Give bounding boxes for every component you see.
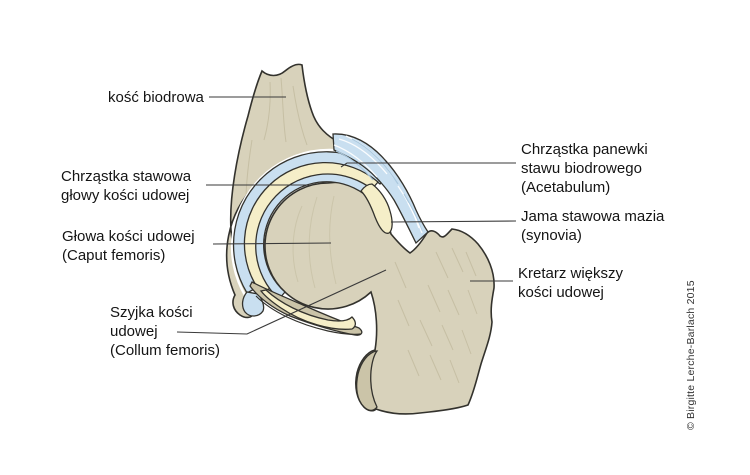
label-acetabulum: Chrząstka panewki stawu biodrowego (Acet… <box>521 140 648 197</box>
label-line: Jama stawowa mazia <box>521 208 665 225</box>
leader-synovia <box>390 220 517 223</box>
label-line: Głowa kości udowej <box>62 228 195 245</box>
femur-texture <box>394 247 478 384</box>
label-line: Szyjka kości <box>110 304 193 321</box>
label-line: Chrząstka panewki <box>521 141 648 158</box>
leader-femoral-head <box>212 242 332 245</box>
lesser-trochanter-shape <box>356 350 379 412</box>
femur-bone-shape <box>264 181 495 415</box>
label-line: głowy kości udowej <box>61 187 190 204</box>
joint-capsule-band <box>332 133 429 245</box>
label-line: Kretarz większy <box>518 265 624 282</box>
femoral-head-texture <box>292 195 337 289</box>
label-line: stawu biodrowego <box>521 160 642 177</box>
acetabular-lip-edge <box>255 295 362 335</box>
label-line: (synovia) <box>521 227 582 244</box>
label-trochanter: Kretarz większy kości udowej <box>518 264 623 302</box>
label-line: kość biodrowa <box>108 89 204 106</box>
label-ilium: kość biodrowa <box>108 88 204 107</box>
label-line: (Acetabulum) <box>521 179 611 196</box>
label-line: (Caput femoris) <box>62 247 166 264</box>
label-synovia: Jama stawowa mazia (synovia) <box>521 207 664 245</box>
leader-acetabulum <box>340 162 516 168</box>
label-femoral-neck: Szyjka kości udowej (Collum femoris) <box>110 303 220 360</box>
leader-femoral-neck <box>176 269 387 335</box>
copyright-credit: © Birgitte Lerche-Barlach 2015 <box>685 280 697 430</box>
label-line: udowej <box>110 323 158 340</box>
label-head-cartilage: Chrząstka stawowa głowy kości udowej <box>61 167 191 205</box>
label-line: kości udowej <box>518 284 604 301</box>
leader-lines <box>176 96 517 335</box>
synovial-pocket-right <box>360 183 393 234</box>
label-line: (Collum femoris) <box>110 342 221 359</box>
label-femoral-head: Głowa kości udowej (Caput femoris) <box>62 227 195 265</box>
joint-capsule <box>332 133 429 245</box>
synovial-strip-lower <box>259 289 357 330</box>
ilium-bone-shape <box>225 63 371 319</box>
label-line: Chrząstka stawowa <box>61 168 192 185</box>
